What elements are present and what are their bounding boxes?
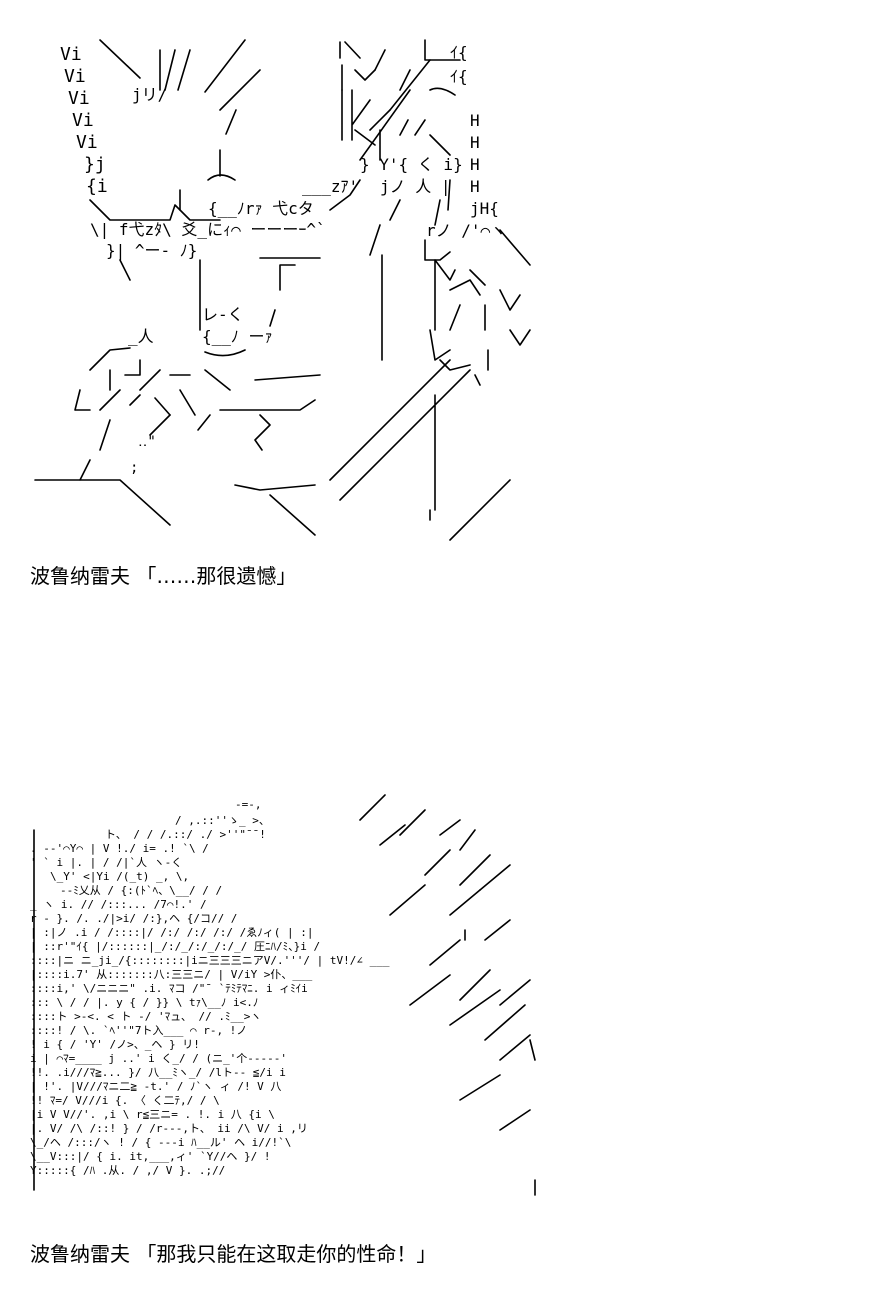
aa-glyph: Vi: [60, 44, 82, 65]
aa-glyph: ::::i,' \/ニニニ" .i. ﾏコ /"¯ `ﾃﾐﾃﾏﾆ. i ィﾐｲi: [30, 982, 308, 995]
ascii-art-illustration-2: -=-, / ,.::''ゝ_ >、 ト、 / / /.::/ ./ >''"¯…: [30, 790, 550, 1230]
dialogue-caption-2: 波鲁纳雷夫 「那我只能在这取走你的性命！」: [30, 1240, 436, 1268]
aa-glyph: {__ﾉ ーｧ: [202, 327, 273, 346]
aa-glyph: |::::i.7' 从:::::::八:三三ニ/ | V/iY >仆、___: [30, 968, 313, 981]
aa-glyph: r - }. /. ./|>i/ /:},ヘ {/コ// /: [30, 912, 237, 925]
aa-stroke: [429, 304, 531, 371]
aa-glyph: H: [470, 155, 480, 174]
speaker-name: 波鲁纳雷夫: [30, 1242, 130, 1266]
aa-glyph: --ﾐ乂从 / {:(ﾄ`ﾍ、\__/ / /: [60, 884, 222, 897]
aa-glyph: rノ /'⌒ヽ: [426, 221, 506, 240]
aa-glyph: H: [470, 133, 480, 152]
aa-stroke: [341, 87, 456, 161]
aa-glyph: ::::|ニ ニ_ji_/{::::::::|iニ三三三ニアV/.'''/ | …: [30, 954, 390, 967]
aa-stroke: [429, 479, 511, 541]
aa-glyph: ::: \ / / |. y { / }} \ tｧ\__ﾉ i<.ﾉ: [30, 996, 258, 1009]
aa-glyph: H: [470, 111, 480, 130]
aa-stroke: [341, 59, 431, 111]
aa-glyph: Vi: [68, 88, 90, 109]
aa-stroke: [34, 459, 316, 536]
aa-glyph: Y:::::{ /ﾊ .从. / ,/ V }. .;//: [30, 1164, 225, 1177]
aa-glyph: !! ﾏ=/ V///i {. 〈 く二ﾃ,/ / \: [30, 1094, 220, 1107]
aa-glyph: ‥": [138, 434, 156, 450]
aa-glyph: }j: [84, 154, 106, 175]
aa-stroke: [219, 109, 237, 177]
ascii-art-drawing-2: -=-, / ,.::''ゝ_ >、 ト、 / / /.::/ ./ >''"¯…: [30, 794, 536, 1196]
aa-glyph: }| ^ー- ﾉ}: [106, 241, 197, 260]
aa-stroke: [339, 39, 461, 71]
ascii-art-illustration-1: Vi Vi Vi Vi Vi }j {i jリ/ \| f弋zﾀ\ 爻_にｨ⌒ …: [30, 30, 550, 550]
aa-glyph: {i: [86, 176, 108, 197]
aa-glyph: _人: [128, 327, 154, 346]
aa-glyph: レ-く: [202, 305, 244, 324]
aa-stroke: [449, 989, 531, 1131]
aa-stroke: [74, 389, 316, 416]
aa-glyph: Vi: [76, 132, 98, 153]
aa-glyph: |i V V//'. ,i \ r≦三ニ= . !. i 八 {i \: [30, 1108, 275, 1121]
aa-glyph: Vi: [64, 66, 86, 87]
aa-glyph: \_/ヘ /:::/ヽ ! / { ---i ﾊ__ル' ヘ i//!`\: [30, 1136, 291, 1149]
aa-glyph: | :|ノ .i / /::::|/ /:/ /:/ /:/ /ゑﾉィ( | :…: [30, 926, 314, 939]
aa-glyph: jH{: [470, 199, 499, 218]
aa-glyph: ｲ{: [450, 67, 468, 86]
aa-stroke: [381, 254, 456, 361]
manga-panel-1: Vi Vi Vi Vi Vi }j {i jリ/ \| f弋zﾀ\ 爻_にｨ⌒ …: [0, 30, 872, 640]
aa-glyph: H: [470, 177, 480, 196]
aa-stroke: [179, 174, 236, 211]
aa-glyph: ! i { / 'Y' /ノ>、_ヘ } リ!: [30, 1038, 200, 1051]
aa-stroke: [369, 224, 531, 266]
aa-glyph: {__ﾉrｧ 弋cタ: [208, 199, 314, 218]
manga-panel-2: -=-, / ,.::''ゝ_ >、 ト、 / / /.::/ ./ >''"¯…: [0, 780, 872, 1300]
dialogue-line: 「……那很遗憾」: [136, 564, 297, 588]
ascii-art-drawing-1: Vi Vi Vi Vi Vi }j {i jリ/ \| f弋zﾀ\ 爻_にｨ⌒ …: [34, 39, 531, 541]
aa-glyph: ::::! / \. `ﾍ''"7ト入___ ⌒ r-, !ノ: [30, 1024, 247, 1037]
dialogue-caption-1: 波鲁纳雷夫 「……那很遗憾」: [30, 562, 296, 590]
aa-glyph: Vi: [72, 110, 94, 131]
aa-glyph: i | ⌒ﾏ=____ j ..' i く_/ / (ニ_'个-----': [30, 1052, 287, 1065]
aa-glyph: !!. .i///ﾏ≧... }/ 八__ﾐヽ_/ /lト-- ≦/i i: [30, 1066, 286, 1079]
aa-glyph: ｲ{: [450, 43, 468, 62]
aa-glyph: / ,.::''ゝ_ >、: [175, 814, 270, 827]
aa-stroke: [359, 794, 511, 891]
aa-glyph: ;: [130, 460, 138, 476]
aa-glyph: . --'⌒Y⌒ | V !./ i= .! `\ /: [30, 842, 209, 855]
aa-glyph: -=-,: [235, 798, 262, 811]
aa-glyph: | !'. |V///ﾏニ二≧ -t.' / ﾉ`ヽ ィ /! V 八: [30, 1080, 281, 1093]
speaker-name: 波鲁纳雷夫: [30, 564, 130, 588]
aa-stroke: [99, 39, 261, 111]
aa-glyph: jリ/: [132, 85, 167, 104]
aa-stroke: [204, 309, 276, 357]
aa-glyph: ::::ト >-<. < ト -/ 'ﾏュ、 // .ﾐ__>ヽ: [30, 1010, 261, 1023]
aa-stroke: [89, 347, 321, 391]
aa-stroke: [89, 199, 221, 221]
aa-stroke: [119, 257, 321, 331]
aa-stroke: [329, 179, 451, 226]
aa-glyph: | ::r'"ｲ{ |/::::::|_/:/_/:/_/:/_/ 圧ﾆﾊ/ﾐ、…: [30, 940, 320, 953]
aa-glyph: ト、 / / /.::/ ./ >''"¯¯!: [105, 828, 266, 841]
aa-glyph: _ ヽ i. // /:::... /7⌒!.' /: [30, 898, 207, 911]
aa-glyph: \__V:::|/ { i. it,___,ィ' `Y//ヘ }/ !: [30, 1150, 271, 1163]
aa-glyph: ___zｱ': [302, 177, 358, 196]
aa-stroke: [449, 269, 521, 331]
aa-glyph: |. V/ /\ /::! } / /r---,ト、 ii /\ V/ i ,リ: [30, 1122, 308, 1135]
aa-glyph: \| f弋zﾀ\ 爻_にｨ⌒ ーーーｰ^`: [90, 220, 326, 239]
aa-glyph: \_Y' <|Yi /(_t) _, \,: [50, 870, 189, 883]
aa-stroke: [389, 884, 531, 1006]
aa-glyph: jノ 人 |: [380, 177, 451, 196]
aa-glyph: ' ` i |. | / /|`人 ヽ-く: [30, 856, 182, 869]
dialogue-line: 「那我只能在这取走你的性命！」: [136, 1242, 437, 1266]
aa-glyph: } Y'{ く i}: [360, 155, 463, 174]
aa-stroke: [33, 829, 536, 1196]
aa-stroke: [329, 349, 489, 511]
aa-stroke: [99, 414, 271, 451]
aa-stroke: [354, 119, 451, 161]
